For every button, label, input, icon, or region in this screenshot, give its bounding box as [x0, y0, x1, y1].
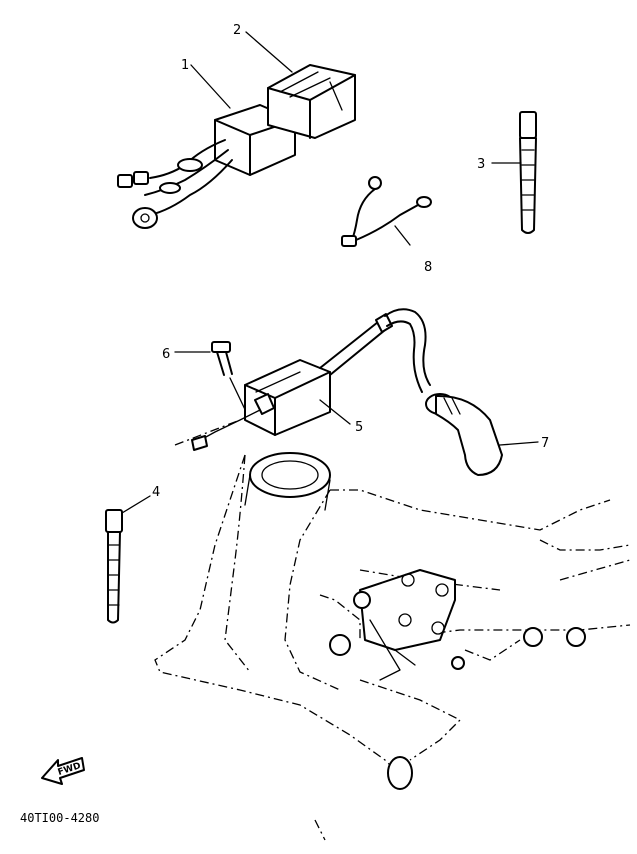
callout-7: 7 [541, 436, 549, 451]
engine-mount-bosses [329, 569, 586, 790]
callout-4: 4 [152, 485, 160, 500]
cable-band-part-4 [105, 509, 123, 624]
lead-wire-part-8 [341, 176, 432, 247]
ignition-coil-part-5 [191, 313, 393, 451]
callout-3: 3 [477, 157, 485, 172]
rubber-cover-part-2 [267, 64, 356, 139]
spark-plug-cap-part-7 [384, 308, 503, 476]
callout-5: 5 [355, 420, 363, 435]
leader-lines [121, 31, 539, 514]
head-pipe [244, 452, 331, 511]
forward-direction-arrow: FWD [41, 757, 85, 785]
callout-8: 8 [424, 260, 432, 275]
callout-2: 2 [233, 23, 241, 38]
frame-outline [154, 419, 631, 841]
drawing-code: 40TI00-4280 [20, 811, 99, 825]
callout-6: 6 [162, 347, 170, 362]
cable-band-part-3 [519, 111, 537, 234]
callout-1: 1 [181, 58, 189, 73]
